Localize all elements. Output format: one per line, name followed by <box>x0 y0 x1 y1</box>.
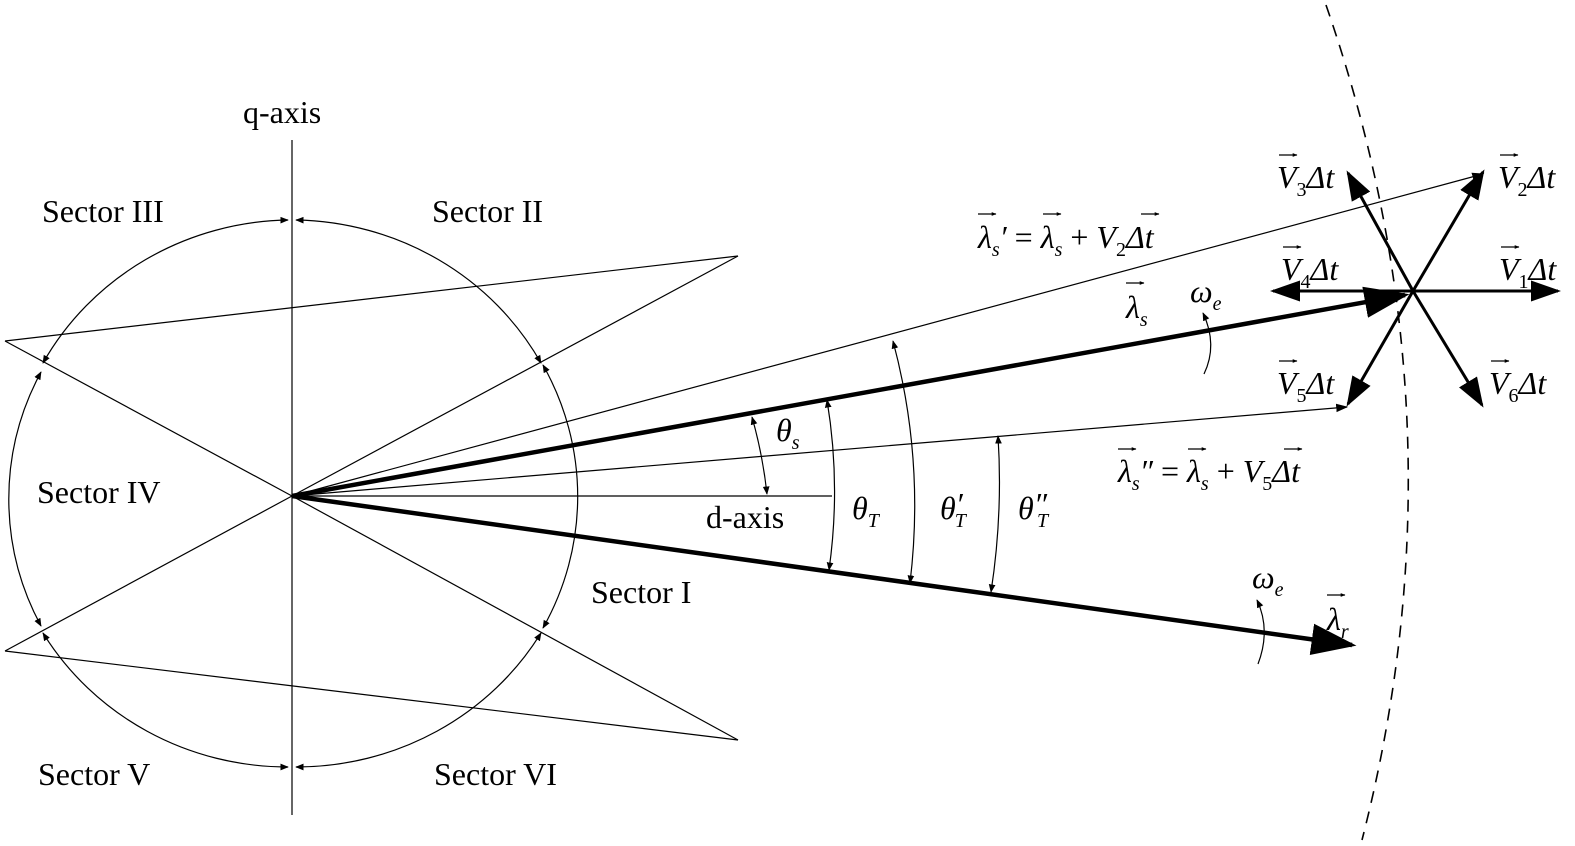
svg-text:V3Δt: V3Δt <box>1277 159 1335 201</box>
sector-divider-lower <box>291 495 739 741</box>
omega-e-label-rotor: ωe <box>1252 559 1284 601</box>
sector-iii-label: Sector III <box>42 193 164 229</box>
sector-iv-label: Sector IV <box>37 474 161 510</box>
theta-T-prime-label: θ′T <box>940 486 968 532</box>
theta-T-dprime-label: θ″T <box>1018 486 1050 532</box>
lambda-s-label: λs <box>1125 281 1148 331</box>
lambda-s-dprime-equation: λs″ = λs + V5Δt <box>1117 447 1303 495</box>
svg-text:V4Δt: V4Δt <box>1281 251 1339 293</box>
theta-s-label: θs <box>776 412 800 454</box>
theta-T-label: θT <box>852 490 881 532</box>
svg-text:λs′ = λs + V2Δt: λs′ = λs + V2Δt <box>977 219 1155 261</box>
sector-ii-label: Sector II <box>432 193 543 229</box>
lambda-s-prime-vector <box>291 172 1485 497</box>
omega-rotation-arc-stator <box>1202 312 1212 375</box>
v6-label: V6Δt <box>1489 359 1547 407</box>
v3-label: V3Δt <box>1277 153 1335 201</box>
svg-text:λs″ = λs + V5Δt: λs″ = λs + V5Δt <box>1117 453 1301 495</box>
svg-text:V6Δt: V6Δt <box>1489 365 1547 407</box>
svg-text:λs: λs <box>1125 289 1148 331</box>
voltage-vector-star <box>1270 169 1561 408</box>
lambda-s-dprime-vector <box>291 403 1349 497</box>
sector-vi-label: Sector VI <box>434 756 557 792</box>
v5-label: V5Δt <box>1277 359 1335 407</box>
theta-T-dprime-arc <box>988 435 1002 593</box>
q-axis-label: q-axis <box>243 94 321 130</box>
v4-label: V4Δt <box>1281 245 1339 293</box>
sector-divider-30 <box>4 255 739 342</box>
svg-text:V2Δt: V2Δt <box>1498 159 1556 201</box>
sector-v-label: Sector V <box>38 756 150 792</box>
lambda-r-label: λr <box>1326 593 1349 643</box>
sector-divider-upper <box>291 255 739 497</box>
lambda-r-vector <box>291 493 1357 655</box>
sector-arcs <box>8 216 579 771</box>
svg-text:λr: λr <box>1326 601 1349 643</box>
theta-T-arc <box>824 399 836 571</box>
v1-label: V1Δt <box>1499 245 1557 293</box>
svg-text:V1Δt: V1Δt <box>1499 251 1557 293</box>
lambda-s-prime-equation: λs′ = λs + V2Δt <box>977 212 1160 261</box>
theta-s-arc <box>750 416 770 495</box>
omega-rotation-arc-rotor <box>1256 599 1265 665</box>
v2-label: V2Δt <box>1498 153 1556 201</box>
theta-T-prime-arc <box>891 340 916 584</box>
svg-text:V5Δt: V5Δt <box>1277 365 1335 407</box>
flux-limit-dashed-arc <box>1325 4 1410 841</box>
sector-divider-150 <box>4 650 739 741</box>
omega-e-label-stator: ωe <box>1190 273 1222 315</box>
d-axis-label: d-axis <box>706 499 784 535</box>
sector-divider-left-down <box>4 495 293 652</box>
sector-i-label: Sector I <box>591 574 691 610</box>
sector-divider-left-up <box>4 340 293 497</box>
lambda-s-vector <box>291 286 1410 499</box>
